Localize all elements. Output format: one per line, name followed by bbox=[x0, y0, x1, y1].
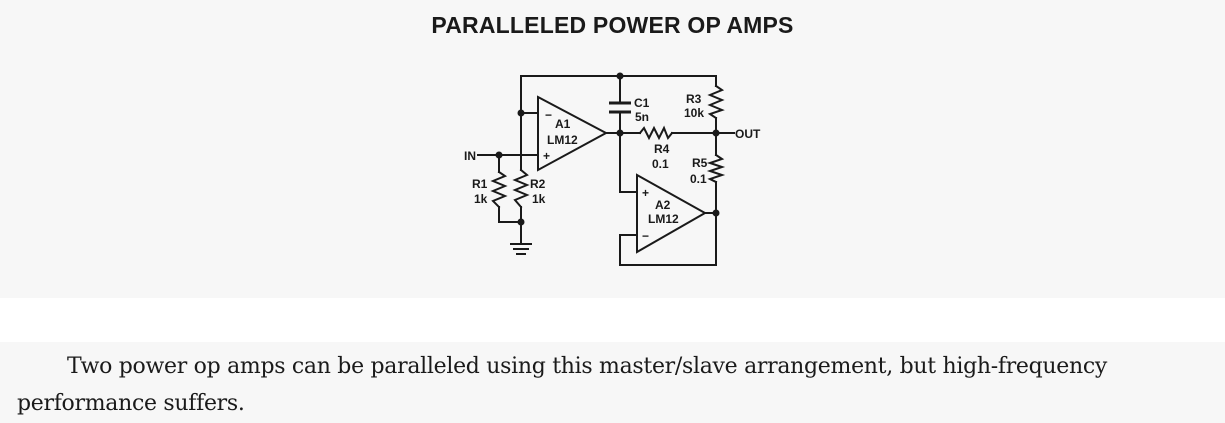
r1-value: 1k bbox=[474, 192, 488, 206]
resistor-r3 bbox=[707, 84, 725, 120]
opamp-a1-plus-sign: + bbox=[543, 149, 550, 163]
junction-dot bbox=[712, 209, 720, 217]
opamp-a1-symbol bbox=[537, 95, 609, 172]
r3-value: 10k bbox=[684, 106, 704, 120]
ground-icon bbox=[510, 243, 532, 255]
r2-ref: R2 bbox=[530, 177, 546, 191]
opamp-a1-minus-sign: − bbox=[545, 108, 552, 122]
r5-ref: R5 bbox=[692, 156, 708, 170]
wire-r1-bottom bbox=[498, 206, 522, 223]
caption-panel bbox=[0, 342, 1225, 423]
opamp-a2-symbol bbox=[636, 173, 708, 254]
separator-band bbox=[0, 298, 1225, 342]
figure-panel bbox=[0, 0, 1225, 298]
opamp-a1-ref: A1 bbox=[555, 117, 571, 131]
circuit-schematic: IN OUT − + A1 LM12 + − A2 LM12 C1 5n R3 … bbox=[464, 72, 761, 266]
junction-dot bbox=[495, 151, 503, 159]
opamp-a2-minus-sign: − bbox=[642, 229, 649, 243]
r5-value: 0.1 bbox=[690, 172, 707, 186]
resistor-r4 bbox=[638, 125, 674, 141]
r4-ref: R4 bbox=[654, 142, 670, 156]
figure-caption: Two power op amps can be paralleled usin… bbox=[17, 354, 1108, 416]
resistor-r1 bbox=[490, 170, 508, 209]
c1-value: 5n bbox=[635, 110, 649, 124]
capacitor-c1 bbox=[609, 101, 631, 114]
junction-dot bbox=[712, 129, 720, 137]
r3-ref: R3 bbox=[686, 92, 702, 106]
opamp-a2-ref: A2 bbox=[655, 198, 671, 212]
junction-dot bbox=[517, 109, 525, 117]
junction-dot bbox=[616, 129, 624, 137]
c1-ref: C1 bbox=[634, 96, 650, 110]
output-label: OUT bbox=[735, 127, 761, 141]
r4-value: 0.1 bbox=[652, 157, 669, 171]
figure-title: PARALLELED POWER OP AMPS bbox=[431, 12, 794, 38]
junction-dot bbox=[517, 218, 525, 226]
r2-value: 1k bbox=[532, 192, 546, 206]
wire-c1-bottom bbox=[619, 111, 638, 193]
opamp-a2-part: LM12 bbox=[648, 212, 679, 226]
opamp-a1-part: LM12 bbox=[547, 133, 578, 147]
resistor-r2 bbox=[512, 168, 530, 209]
opamp-a2-plus-sign: + bbox=[642, 186, 649, 200]
resistor-r5 bbox=[706, 153, 726, 184]
input-label: IN bbox=[464, 149, 476, 163]
wire-r5-bottom bbox=[619, 181, 717, 266]
junction-dot bbox=[616, 72, 624, 80]
r1-ref: R1 bbox=[472, 177, 488, 191]
